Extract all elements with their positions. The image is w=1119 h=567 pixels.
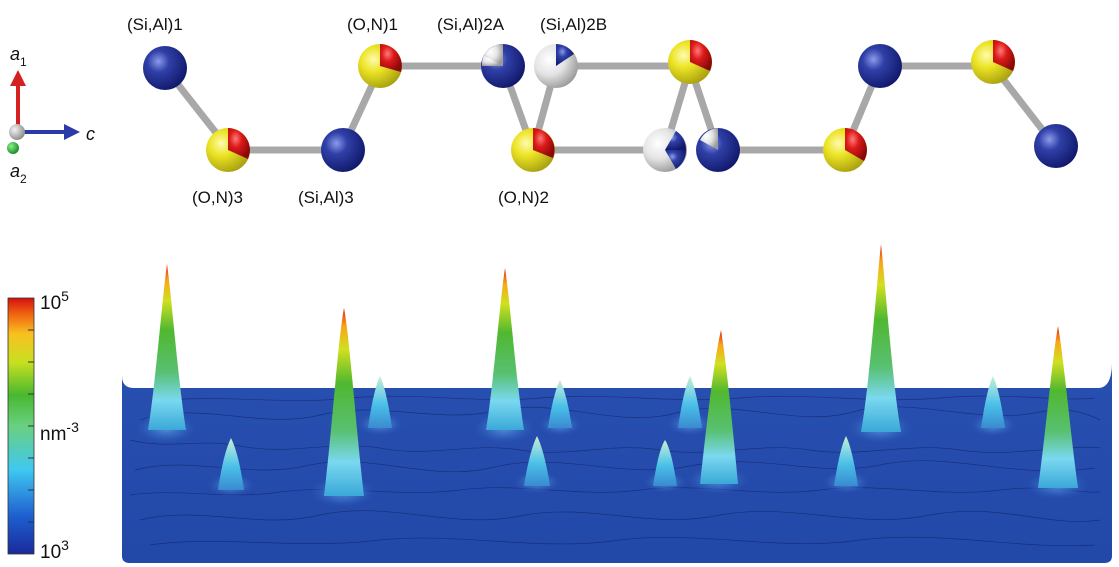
label-si-al-2b: (Si,Al)2B <box>540 15 607 34</box>
density-peak <box>218 438 244 490</box>
axis-indicator: a1 c a2 <box>7 44 95 186</box>
density-peak <box>861 244 901 432</box>
atom-labels: (Si,Al)1 (O,N)1 (Si,Al)2A (Si,Al)2B (O,N… <box>127 15 607 207</box>
si-al-3-atom <box>321 128 365 172</box>
o-n-atom <box>668 40 712 84</box>
label-o-n-1: (O,N)1 <box>347 15 398 34</box>
label-si-al-2a: (Si,Al)2A <box>437 15 505 34</box>
a1-arrow-head <box>10 70 26 86</box>
colorbar-max-label: 105 <box>40 288 69 314</box>
density-peak <box>653 440 677 486</box>
density-peak <box>324 308 364 496</box>
density-peak <box>486 268 524 430</box>
density-peak <box>834 436 858 486</box>
label-o-n-3: (O,N)3 <box>192 188 243 207</box>
density-peak <box>524 436 550 486</box>
label-o-n-2: (O,N)2 <box>498 188 549 207</box>
colorbar-min-label: 103 <box>40 537 69 563</box>
label-si-al-3: (Si,Al)3 <box>298 188 354 207</box>
c-label: c <box>86 124 95 144</box>
c-arrow-head <box>64 124 80 140</box>
o-n-2-atom <box>511 128 555 172</box>
o-n-atom <box>971 40 1015 84</box>
si-al-atom <box>858 44 902 88</box>
density-peaks <box>148 244 1078 496</box>
a1-label: a1 <box>10 44 27 69</box>
si-al-1-atom <box>143 46 187 90</box>
si-al-2b-atom <box>534 44 578 88</box>
density-peak <box>148 264 186 430</box>
density-peak <box>700 330 738 484</box>
atoms <box>143 40 1078 172</box>
density-peak <box>981 376 1005 428</box>
colorbar-unit-label: nm-3 <box>40 419 79 445</box>
o-n-1-atom <box>358 44 402 88</box>
o-n-3-atom <box>206 128 250 172</box>
bonds <box>161 62 1059 154</box>
density-peak <box>368 376 392 428</box>
surface-back-edge <box>122 362 1112 563</box>
contour-lines <box>129 395 1101 547</box>
origin-sphere <box>9 124 25 140</box>
a2-label: a2 <box>10 161 27 186</box>
label-si-al-1: (Si,Al)1 <box>127 15 183 34</box>
si-al-2a-atom <box>481 44 525 88</box>
density-surface <box>122 244 1112 563</box>
density-peak <box>1038 326 1078 488</box>
o-n-atom <box>823 128 867 172</box>
si-al-2a-atom-lower <box>696 128 740 172</box>
a2-dot <box>7 142 19 154</box>
colorbar-ticks <box>28 329 34 523</box>
si-al-atom <box>1034 124 1078 168</box>
si-al-2b-atom-lower <box>643 128 687 172</box>
colorbar: 105 nm-3 103 <box>7 288 79 563</box>
density-peak <box>678 376 702 428</box>
density-peak <box>548 380 572 428</box>
